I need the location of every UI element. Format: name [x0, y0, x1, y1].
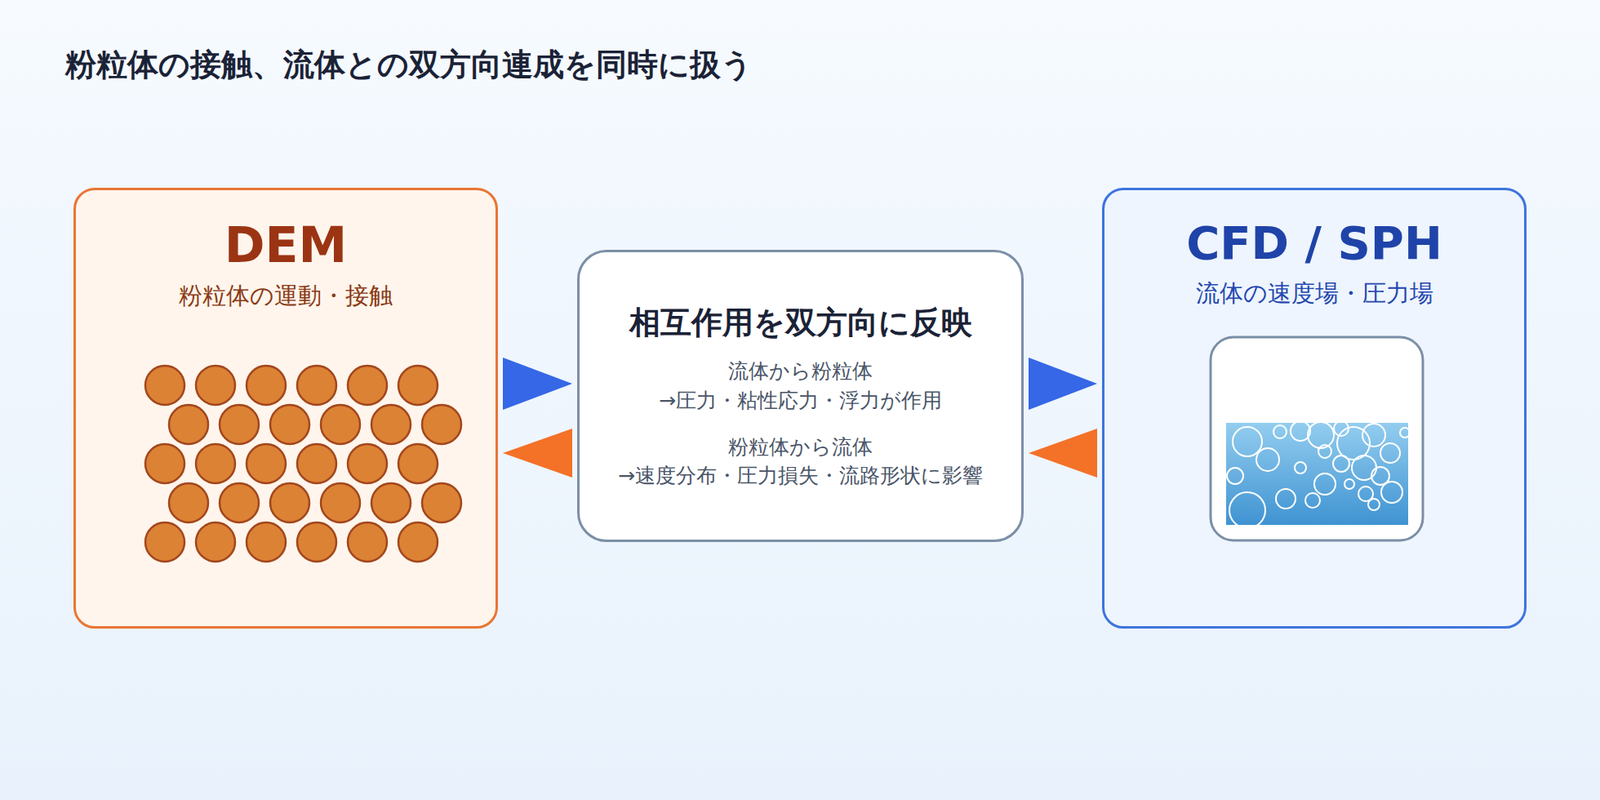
- particle: [297, 522, 337, 562]
- arrowhead: [502, 428, 573, 478]
- bubble: [1305, 493, 1320, 508]
- interaction-box: 相互作用を双方向に反映流体から粉粒体 →圧力・粘性応力・浮力が作用粉粒体から流体→…: [577, 249, 1024, 543]
- particle: [270, 483, 310, 523]
- water: [1226, 422, 1409, 525]
- particle: [297, 365, 337, 405]
- particle: [297, 444, 337, 484]
- particle: [347, 365, 387, 405]
- bubble: [1333, 455, 1350, 472]
- bubble: [1351, 455, 1377, 480]
- direction-label: 流体から粉粒体: [728, 358, 873, 384]
- particle: [246, 444, 286, 484]
- arrowhead: [1028, 428, 1098, 478]
- connector: [1028, 428, 1098, 478]
- bubble: [1400, 427, 1409, 438]
- particle: [422, 404, 462, 445]
- bubble: [1368, 498, 1380, 511]
- panel-title: DEM: [224, 214, 348, 276]
- dem-panel: DEM 粉粒体の運動・接触: [73, 187, 498, 629]
- particle: [195, 444, 236, 484]
- arrowhead: [502, 357, 573, 410]
- bubble: [1380, 443, 1400, 463]
- bubble: [1307, 422, 1334, 449]
- particle: [145, 522, 185, 562]
- bubble: [1344, 479, 1355, 489]
- bubble: [1275, 488, 1296, 509]
- bubble: [1381, 481, 1403, 503]
- particle: [371, 404, 411, 445]
- particle: [320, 404, 360, 445]
- particle: [371, 483, 411, 523]
- direction-label: 粉粒体から流体: [728, 434, 873, 460]
- effect-text: →速度分布・圧力損失・流路形状に影響: [617, 462, 983, 489]
- connector: [502, 428, 573, 478]
- particle: [195, 522, 236, 562]
- bubble: [1362, 423, 1386, 447]
- bubble: [1226, 467, 1244, 485]
- particle: [270, 404, 310, 445]
- bubble: [1229, 492, 1266, 525]
- particle: [145, 365, 185, 405]
- panel-subtitle: 流体の速度場・圧力場: [1195, 278, 1434, 308]
- particle: [347, 444, 387, 484]
- bubble: [1256, 448, 1280, 472]
- particle: [219, 483, 259, 523]
- particle: [246, 522, 286, 562]
- bubble: [1290, 422, 1311, 441]
- particle: [320, 483, 360, 523]
- particle: [168, 483, 209, 523]
- box-heading: 相互作用を双方向に反映: [629, 303, 973, 343]
- bubble: [1273, 425, 1287, 439]
- particle: [145, 444, 185, 484]
- bubbles: [1226, 422, 1409, 525]
- bubble: [1232, 426, 1263, 457]
- panel-title: CFD / SPH: [1186, 214, 1443, 272]
- cfd-panel: CFD / SPH 流体の速度場・圧力場: [1102, 187, 1527, 629]
- page-title: 粉粒体の接触、流体との双方向連成を同時に扱う: [65, 44, 753, 86]
- particle: [168, 404, 209, 445]
- image-frame: [1210, 337, 1423, 541]
- particle: [246, 365, 286, 405]
- particle: [398, 365, 438, 405]
- connector: [502, 357, 573, 410]
- particle: [195, 365, 236, 405]
- connector: [1028, 357, 1098, 410]
- particle: [398, 522, 438, 562]
- arrowhead: [1028, 357, 1098, 410]
- bubble: [1294, 462, 1307, 474]
- particle: [398, 444, 438, 484]
- effect-text: →圧力・粘性応力・浮力が作用: [658, 387, 943, 414]
- particle: [347, 522, 387, 562]
- panel-subtitle: 粉粒体の運動・接触: [178, 280, 393, 311]
- bubble: [1318, 444, 1332, 458]
- particle: [422, 483, 462, 523]
- bubble: [1314, 473, 1336, 495]
- particle: [219, 404, 259, 445]
